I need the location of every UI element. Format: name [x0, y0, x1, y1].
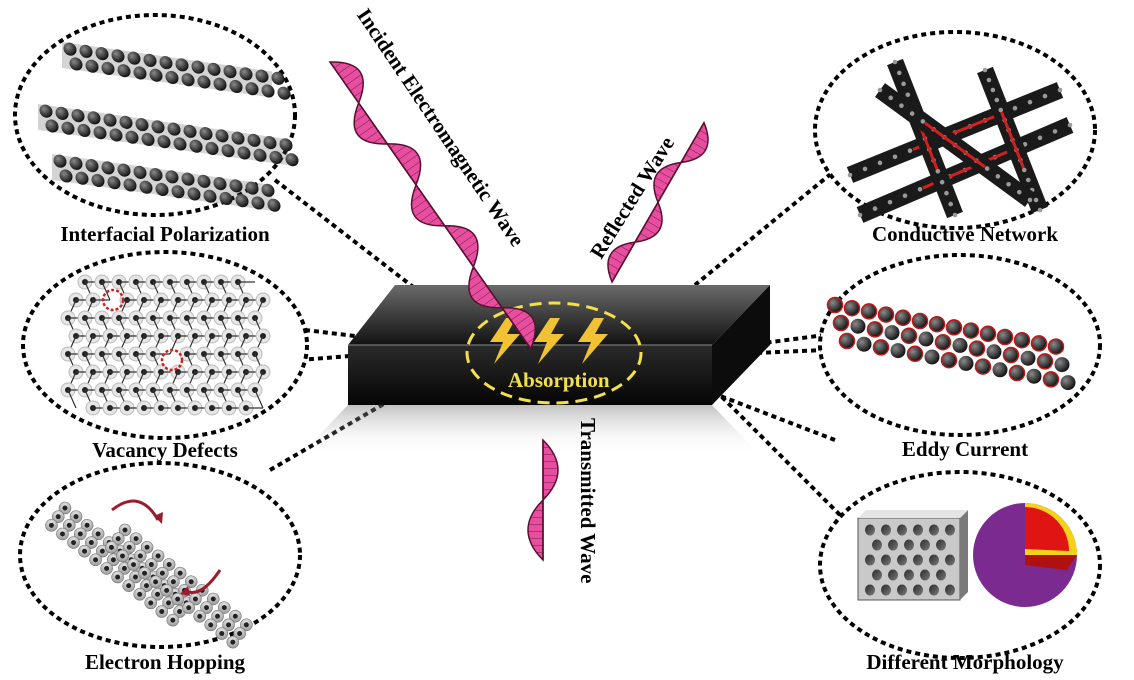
vacancy-defects-graphic [60, 274, 271, 416]
label-interfacial-polarization: Interfacial Polarization [60, 222, 270, 246]
label-transmitted-wave: Transmitted Wave [576, 418, 600, 584]
connector-lines [268, 166, 842, 517]
absorption-zone [465, 301, 643, 405]
conductive-network-graphic [846, 58, 1074, 223]
label-absorption: Absorption [508, 368, 610, 392]
label-vacancy-defects: Vacancy Defects [92, 438, 238, 462]
interfacial-polarization-graphic [38, 41, 299, 212]
eddy-current-graphic [826, 296, 1076, 391]
label-eddy-current: Eddy Current [901, 437, 1029, 461]
lightning-bolt-icon [490, 318, 608, 364]
electron-hopping-graphic [45, 499, 253, 649]
transmitted-wave-graphic [527, 438, 559, 562]
different-morphology-graphic [857, 503, 1077, 607]
label-electron-hopping: Electron Hopping [84, 650, 246, 674]
absorber-slab [300, 285, 770, 455]
reflected-wave-graphic [607, 120, 709, 284]
label-different-morphology: Different Morphology [866, 650, 1064, 674]
incident-wave-graphic [328, 61, 536, 351]
label-conductive-network: Conductive Network [871, 222, 1059, 246]
